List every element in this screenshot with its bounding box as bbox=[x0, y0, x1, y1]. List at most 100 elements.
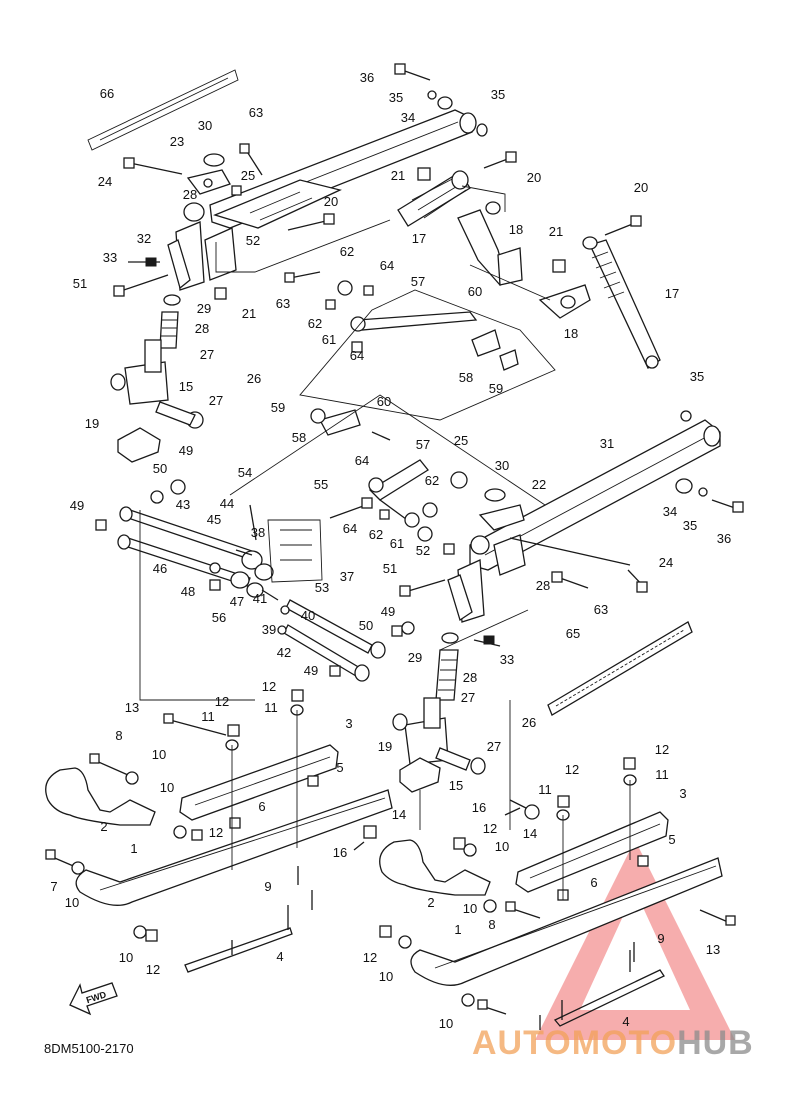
callout-64: 64 bbox=[380, 258, 394, 273]
callout-12: 12 bbox=[363, 950, 377, 965]
callout-9: 9 bbox=[264, 879, 271, 894]
callout-63: 63 bbox=[276, 296, 290, 311]
callout-20: 20 bbox=[634, 180, 648, 195]
callout-33: 33 bbox=[500, 652, 514, 667]
callout-49: 49 bbox=[381, 604, 395, 619]
callout-21: 21 bbox=[391, 168, 405, 183]
callout-12: 12 bbox=[565, 762, 579, 777]
callout-27: 27 bbox=[487, 739, 501, 754]
callout-38: 38 bbox=[251, 525, 265, 540]
watermark-text-automoto: AUTOMOTO bbox=[472, 1024, 677, 1062]
callout-10: 10 bbox=[119, 950, 133, 965]
callout-39: 39 bbox=[262, 622, 276, 637]
callout-26: 26 bbox=[247, 371, 261, 386]
callout-50: 50 bbox=[153, 461, 167, 476]
callout-4: 4 bbox=[276, 949, 283, 964]
callout-55: 55 bbox=[314, 477, 328, 492]
callout-2: 2 bbox=[100, 819, 107, 834]
callout-49: 49 bbox=[179, 443, 193, 458]
callout-4: 4 bbox=[622, 1014, 629, 1029]
callout-63: 63 bbox=[594, 602, 608, 617]
rear-arm-assembly bbox=[392, 410, 744, 793]
callout-49: 49 bbox=[70, 498, 84, 513]
callout-57: 57 bbox=[411, 274, 425, 289]
callout-19: 19 bbox=[378, 739, 392, 754]
callout-12: 12 bbox=[262, 679, 276, 694]
callout-65: 65 bbox=[566, 626, 580, 641]
ski-left bbox=[45, 689, 393, 973]
callout-10: 10 bbox=[495, 839, 509, 854]
callout-35: 35 bbox=[389, 90, 403, 105]
callout-56: 56 bbox=[212, 610, 226, 625]
callout-10: 10 bbox=[152, 747, 166, 762]
callout-64: 64 bbox=[355, 453, 369, 468]
callout-48: 48 bbox=[181, 584, 195, 599]
watermark-triangle-icon bbox=[535, 840, 735, 1040]
callout-43: 43 bbox=[176, 497, 190, 512]
callout-42: 42 bbox=[277, 645, 291, 660]
callout-15: 15 bbox=[179, 379, 193, 394]
callout-61: 61 bbox=[322, 332, 336, 347]
callout-25: 25 bbox=[241, 168, 255, 183]
callout-17: 17 bbox=[665, 286, 679, 301]
callout-12: 12 bbox=[655, 742, 669, 757]
callout-5: 5 bbox=[336, 760, 343, 775]
callout-32: 32 bbox=[137, 231, 151, 246]
callout-12: 12 bbox=[215, 694, 229, 709]
callout-58: 58 bbox=[292, 430, 306, 445]
callout-10: 10 bbox=[439, 1016, 453, 1031]
callout-1: 1 bbox=[130, 841, 137, 856]
callout-35: 35 bbox=[690, 369, 704, 384]
part-code-label: 8DM5100-2170 bbox=[44, 1041, 134, 1056]
stabilizer-link-upper bbox=[284, 271, 556, 421]
callout-58: 58 bbox=[459, 370, 473, 385]
callout-52: 52 bbox=[246, 233, 260, 248]
callout-19: 19 bbox=[85, 416, 99, 431]
callout-10: 10 bbox=[65, 895, 79, 910]
callout-24: 24 bbox=[659, 555, 673, 570]
callout-28: 28 bbox=[536, 578, 550, 593]
callout-34: 34 bbox=[663, 504, 677, 519]
callout-62: 62 bbox=[425, 473, 439, 488]
watermark-text-hub: HUB bbox=[677, 1024, 754, 1062]
callout-30: 30 bbox=[495, 458, 509, 473]
callout-26: 26 bbox=[522, 715, 536, 730]
callout-35: 35 bbox=[491, 87, 505, 102]
callout-52: 52 bbox=[416, 543, 430, 558]
callout-16: 16 bbox=[472, 800, 486, 815]
callout-18: 18 bbox=[509, 222, 523, 237]
callout-29: 29 bbox=[408, 650, 422, 665]
callout-28: 28 bbox=[195, 321, 209, 336]
callout-23: 23 bbox=[170, 134, 184, 149]
callout-37: 37 bbox=[340, 569, 354, 584]
callout-35: 35 bbox=[683, 518, 697, 533]
callout-25: 25 bbox=[454, 433, 468, 448]
callout-51: 51 bbox=[73, 276, 87, 291]
callout-22: 22 bbox=[532, 477, 546, 492]
callout-11: 11 bbox=[201, 709, 215, 724]
callout-20: 20 bbox=[324, 194, 338, 209]
callout-57: 57 bbox=[416, 437, 430, 452]
callout-9: 9 bbox=[657, 931, 664, 946]
callout-62: 62 bbox=[340, 244, 354, 259]
callout-63: 63 bbox=[249, 105, 263, 120]
callout-12: 12 bbox=[146, 962, 160, 977]
callout-34: 34 bbox=[401, 110, 415, 125]
callout-15: 15 bbox=[449, 778, 463, 793]
callout-14: 14 bbox=[523, 826, 537, 841]
callout-13: 13 bbox=[125, 700, 139, 715]
callout-28: 28 bbox=[183, 187, 197, 202]
callout-20: 20 bbox=[527, 170, 541, 185]
callout-11: 11 bbox=[655, 767, 669, 782]
callout-31: 31 bbox=[600, 436, 614, 451]
callout-60: 60 bbox=[468, 284, 482, 299]
callout-33: 33 bbox=[103, 250, 117, 265]
callout-6: 6 bbox=[258, 799, 265, 814]
callout-64: 64 bbox=[350, 348, 364, 363]
callout-49: 49 bbox=[304, 663, 318, 678]
callout-10: 10 bbox=[160, 780, 174, 795]
callout-53: 53 bbox=[315, 580, 329, 595]
callout-61: 61 bbox=[390, 536, 404, 551]
callout-45: 45 bbox=[207, 512, 221, 527]
